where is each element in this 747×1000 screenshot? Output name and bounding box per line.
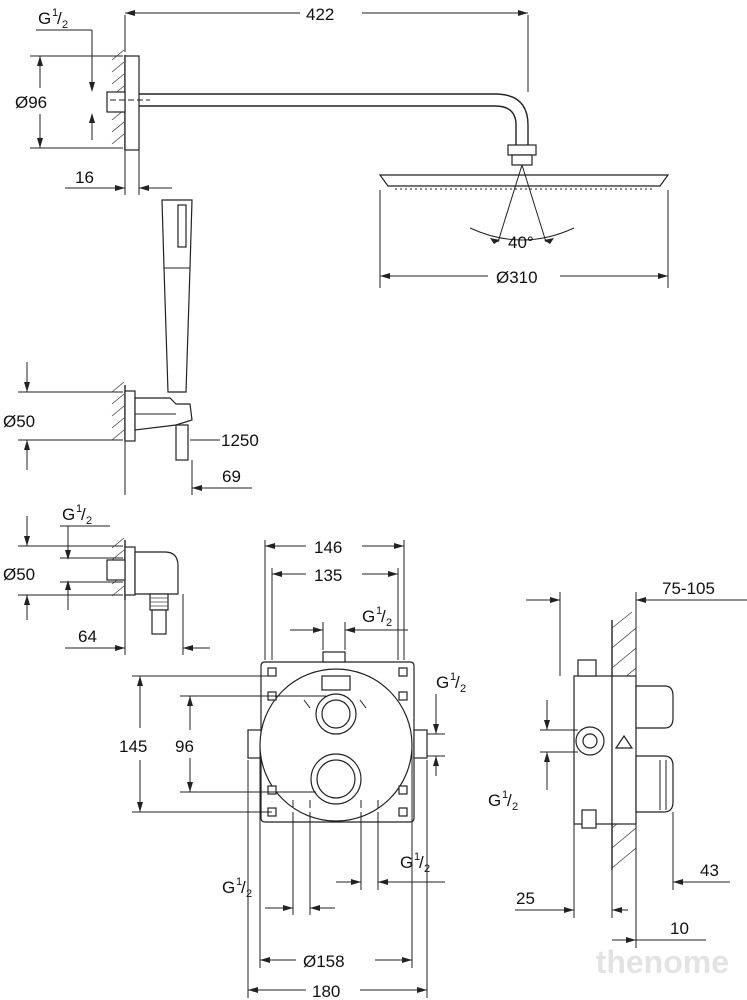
dim-135: 135 bbox=[271, 566, 399, 660]
dim-g-half-outlet: G 1 / 2 bbox=[60, 503, 123, 610]
svg-text:1: 1 bbox=[414, 851, 420, 863]
label-135: 135 bbox=[314, 566, 342, 585]
dim-422: 422 bbox=[124, 5, 529, 92]
thermostat-front-view bbox=[247, 651, 428, 823]
label-43: 43 bbox=[700, 861, 719, 880]
svg-text:/: / bbox=[419, 853, 424, 872]
svg-text:G: G bbox=[38, 9, 51, 28]
dim-16: 16 bbox=[65, 150, 172, 195]
label-146: 146 bbox=[314, 538, 342, 557]
dim-146: 146 bbox=[264, 538, 405, 660]
svg-text:G: G bbox=[400, 853, 413, 872]
svg-text:/: / bbox=[241, 878, 246, 897]
dim-43: 43 bbox=[635, 812, 730, 948]
svg-text:2: 2 bbox=[246, 888, 252, 900]
dim-d50-second: Ø50 bbox=[3, 516, 123, 620]
svg-text:/: / bbox=[507, 791, 512, 810]
svg-text:/: / bbox=[381, 607, 386, 626]
label-40deg: 40° bbox=[508, 233, 534, 252]
watermark-logo: thenome bbox=[595, 944, 729, 980]
dim-75-105: 75-105 bbox=[526, 579, 747, 676]
dim-g-half-top: G 1 / 2 bbox=[36, 7, 95, 140]
dim-g-half-side: G 1 / 2 bbox=[488, 700, 578, 813]
svg-text:2: 2 bbox=[62, 19, 68, 31]
label-25: 25 bbox=[516, 889, 535, 908]
svg-text:G: G bbox=[62, 505, 75, 524]
label-145: 145 bbox=[119, 737, 147, 756]
svg-text:G: G bbox=[488, 791, 501, 810]
dim-25: 25 bbox=[515, 824, 628, 918]
label-d158: Ø158 bbox=[303, 952, 345, 971]
dim-10: 10 bbox=[612, 919, 706, 943]
dim-g-half-thermo-right: G 1 / 2 bbox=[427, 671, 466, 776]
shower-arm-view bbox=[106, 49, 670, 244]
dim-180: 180 bbox=[247, 760, 428, 1000]
svg-text:1: 1 bbox=[236, 876, 242, 888]
label-d310: Ø310 bbox=[496, 268, 538, 287]
thermostat-side-view bbox=[573, 611, 674, 870]
svg-text:G: G bbox=[222, 878, 235, 897]
hand-shower-view bbox=[111, 199, 193, 461]
svg-text:/: / bbox=[81, 505, 86, 524]
label-422: 422 bbox=[306, 5, 334, 24]
dim-d310: Ø310 bbox=[379, 190, 669, 288]
label-d50-second: Ø50 bbox=[3, 565, 35, 584]
svg-text:1: 1 bbox=[450, 671, 456, 683]
svg-text:1: 1 bbox=[376, 605, 382, 617]
label-69: 69 bbox=[222, 467, 241, 486]
dim-145: 145 bbox=[119, 675, 272, 813]
label-d50-first: Ø50 bbox=[3, 412, 35, 431]
label-d96: Ø96 bbox=[15, 93, 47, 112]
dim-d50-first: Ø50 bbox=[3, 362, 123, 470]
label-96-thermo: 96 bbox=[175, 737, 194, 756]
svg-text:2: 2 bbox=[460, 683, 466, 695]
label-1250: 1250 bbox=[221, 431, 259, 450]
dim-g-half-thermo-top: G 1 / 2 bbox=[290, 605, 408, 650]
svg-text:/: / bbox=[57, 9, 62, 28]
svg-text:G: G bbox=[362, 607, 375, 626]
svg-text:2: 2 bbox=[512, 801, 518, 813]
svg-text:/: / bbox=[455, 673, 460, 692]
svg-text:2: 2 bbox=[86, 515, 92, 527]
svg-text:1: 1 bbox=[52, 7, 58, 19]
dim-1250: 1250 bbox=[190, 431, 259, 450]
label-10: 10 bbox=[670, 919, 689, 938]
svg-text:G: G bbox=[436, 673, 449, 692]
label-75-105: 75-105 bbox=[662, 579, 715, 598]
dim-d96: Ø96 bbox=[15, 55, 123, 149]
svg-text:1: 1 bbox=[76, 503, 82, 515]
svg-text:2: 2 bbox=[386, 617, 392, 629]
label-64: 64 bbox=[78, 627, 97, 646]
dim-64: 64 bbox=[65, 594, 210, 655]
wall-outlet-view bbox=[106, 537, 179, 635]
dim-69: 69 bbox=[124, 441, 252, 495]
dim-d158: Ø158 bbox=[259, 745, 413, 971]
label-180: 180 bbox=[312, 982, 340, 1000]
label-16: 16 bbox=[75, 168, 94, 187]
svg-text:1: 1 bbox=[502, 789, 508, 801]
